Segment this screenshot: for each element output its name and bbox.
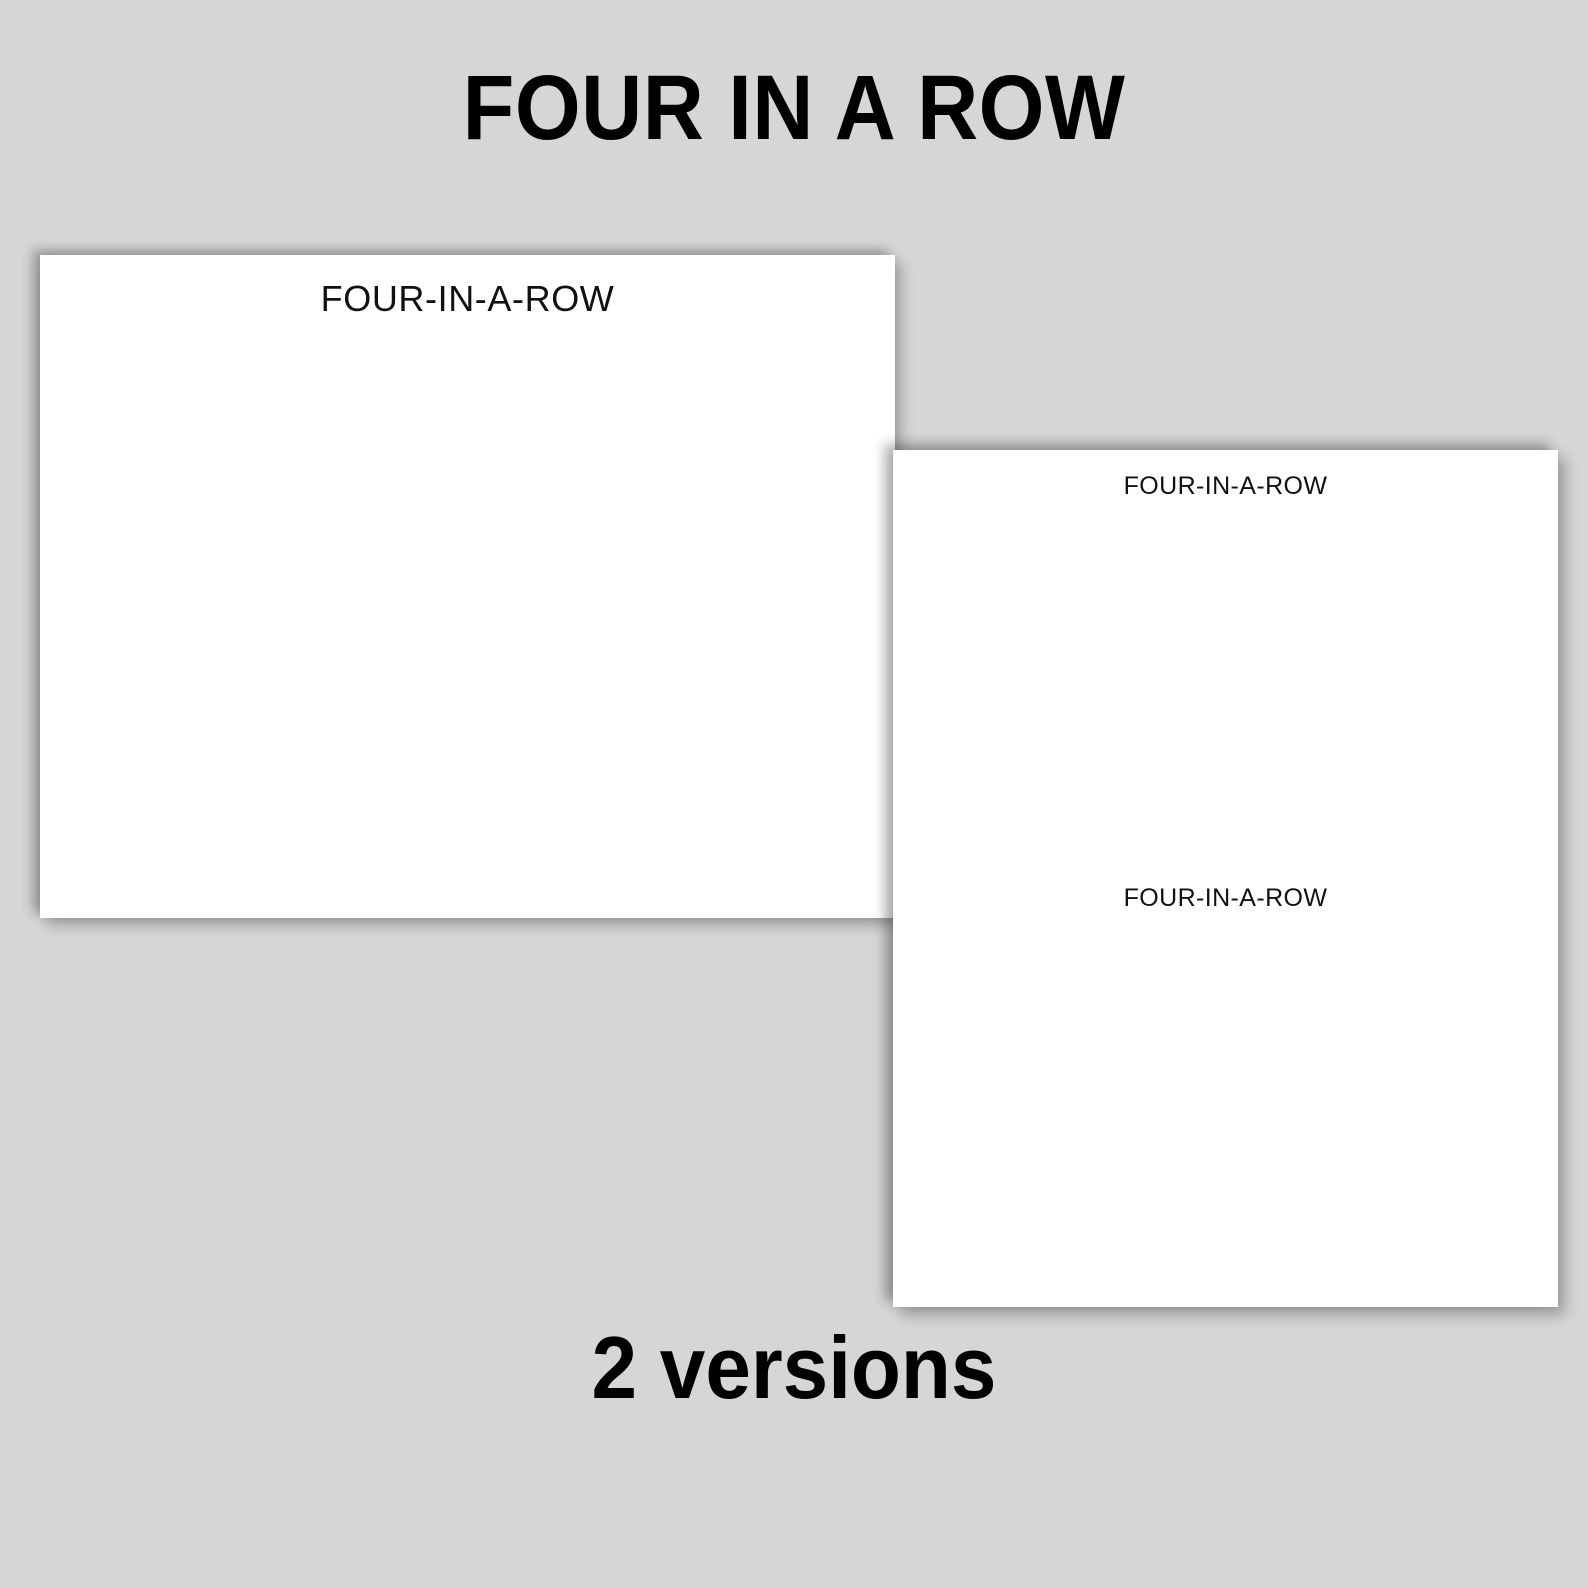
- game-board-sheet-portrait[interactable]: FOUR-IN-A-ROW FOUR-IN-A-ROW: [893, 450, 1558, 1307]
- versions-caption: 2 versions: [591, 1318, 997, 1417]
- board-title-upper: FOUR-IN-A-ROW: [1123, 472, 1328, 500]
- board-title-lower: FOUR-IN-A-ROW: [1123, 884, 1328, 912]
- board-title: FOUR-IN-A-ROW: [320, 278, 615, 319]
- game-board-sheet-landscape[interactable]: FOUR-IN-A-ROW: [40, 255, 895, 918]
- page-title: FOUR IN A ROW: [462, 57, 1126, 159]
